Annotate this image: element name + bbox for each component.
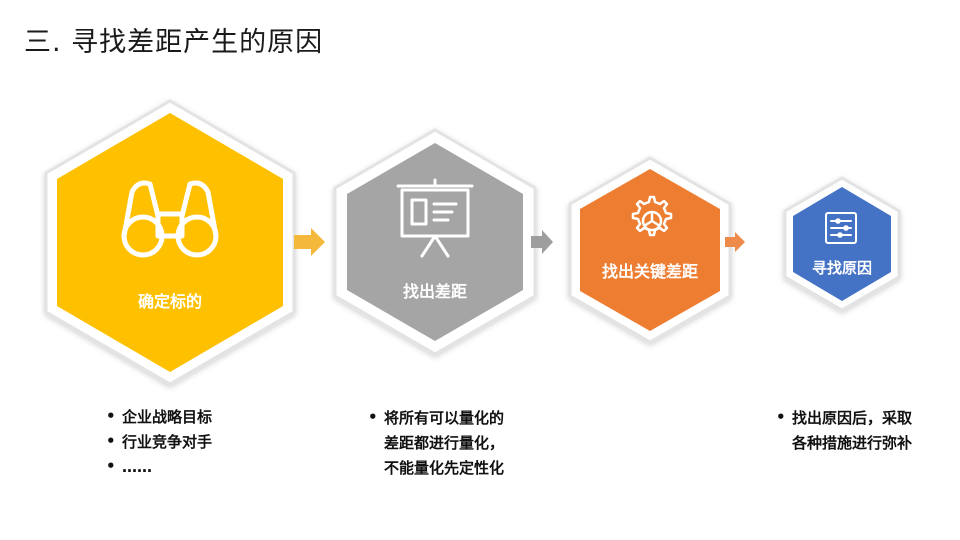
gear-icon [631,195,673,237]
step-4-label: 寻找原因 [812,259,872,277]
arrow-right-icon [725,232,745,252]
step-1-hexagon: 确定标的 [44,99,296,386]
step-3-label: 找出关键差距 [602,262,698,281]
note-item: 企业战略目标 [106,404,266,430]
arrow-right-icon [531,230,553,254]
step-2-hexagon: 找出差距 [333,128,537,356]
binoculars-icon [121,180,219,258]
note-item: 将所有可以量化的差距都进行量化，不能量化先定性化 [368,405,510,481]
checklist-icon [825,212,857,244]
page-title: 三. 寻找差距产生的原因 [24,27,324,58]
note-item: 找出原因后，采取各种措施进行弥补 [776,405,918,456]
note-item: 行业竞争对手 [106,429,266,455]
step-1-label: 确定标的 [138,292,202,311]
step-3-hexagon: 找出关键差距 [568,156,732,344]
note-item: …… [106,454,266,480]
step-4-notes: 找出原因后，采取各种措施进行弥补 [776,405,918,456]
step-4-hexagon: 寻找原因 [783,176,901,312]
step-2-label: 找出差距 [403,282,467,301]
arrow-right-icon [294,228,325,256]
step-2-notes: 将所有可以量化的差距都进行量化，不能量化先定性化 [368,405,510,481]
step-1-notes: 企业战略目标 行业竞争对手 …… [106,404,266,480]
presentation-board-icon [396,178,474,258]
